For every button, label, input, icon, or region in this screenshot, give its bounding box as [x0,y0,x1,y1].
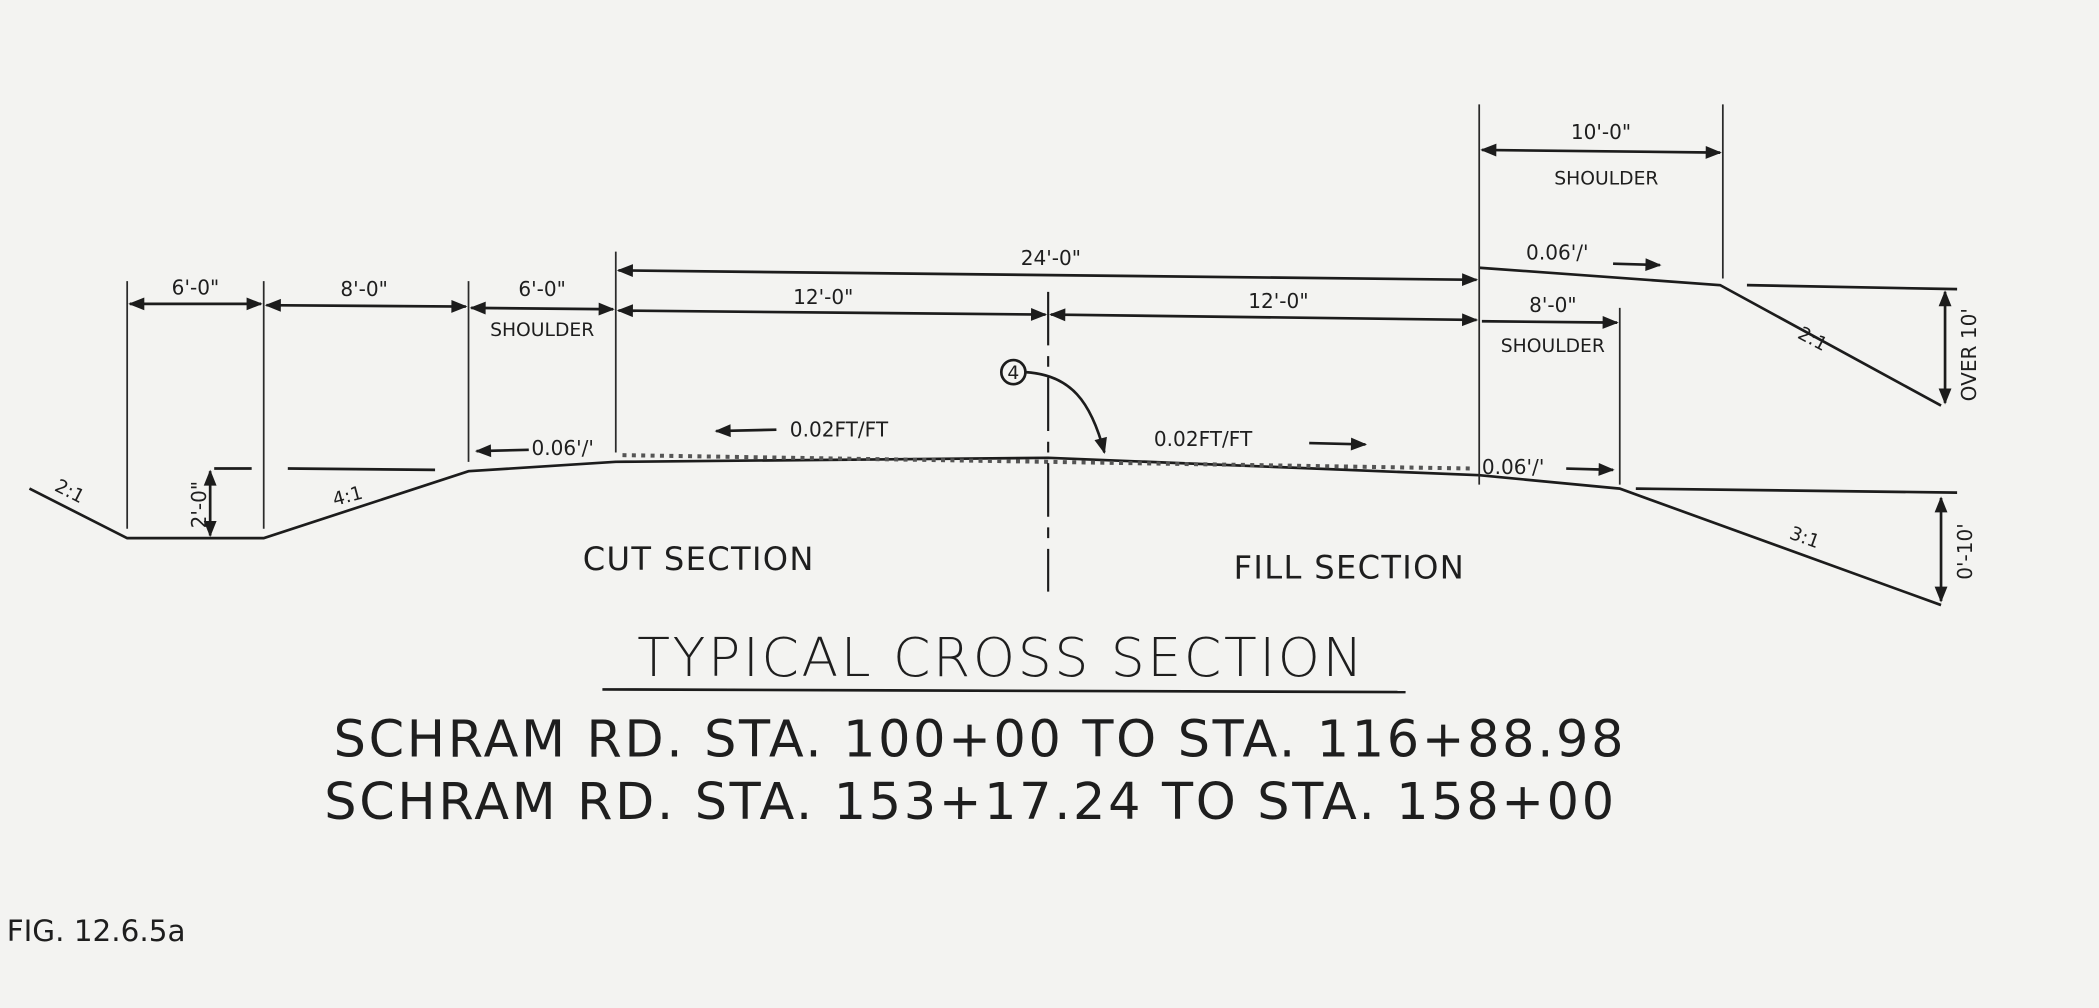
callout-number: 4 [1007,363,1019,384]
shoulder-slope-right-lower: 0.06'/' [1482,455,1544,479]
label-shoulder-left: SHOULDER [490,320,594,341]
subtitle-line-1: SCHRAM RD. STA. 100+00 TO STA. 116+88.98 [334,709,1626,768]
label-shoulder-right-top: SHOULDER [1554,169,1658,190]
dimension-lines [128,143,1952,603]
label-shoulder-right-mid: SHOULDER [1501,336,1605,357]
slope-right-lower: 3:1 [1787,523,1823,553]
dim-shoulder-right-fill: 10'-0" [1571,120,1631,144]
shoulder-slope-right-upper: 0.06'/' [1526,241,1588,265]
dim-pavement-total: 24'-0" [1021,246,1081,270]
title-underline [602,688,1406,694]
pavement-surface [622,453,1473,471]
dim-shoulder-right-cut: 8'-0" [1529,293,1577,317]
ditch-reference-b [287,467,436,472]
cut-ground-profile [28,456,1942,607]
figure-number: FIG. 12.6.5a [7,914,186,948]
dim-shoulder-left: 6'-0" [518,277,566,301]
dim-ditch-depth: 2'-0" [187,481,211,529]
dim-low-height: 0'-10' [1953,523,1977,580]
cut-section-label: CUT SECTION [583,540,815,578]
extension-lines [126,104,1724,529]
fill-upper-profile [1479,266,1942,407]
dim-lane-right: 12'-0" [1248,289,1308,313]
dim-lane-left: 12'-0" [793,285,853,309]
cross-slope-left: 0.02FT/FT [790,417,889,441]
dim-over-height: OVER 10' [1957,308,1981,401]
shoulder-slope-left: 0.06'/' [531,436,593,460]
dim-ditch-slope: 8'-0" [340,277,388,301]
drawing-title: TYPICAL CROSS SECTION [637,626,1365,689]
fill-lower-reference [1635,487,1958,494]
fill-upper-reference [1746,283,1958,291]
fill-section-label: FILL SECTION [1234,548,1465,586]
callout-circle [999,358,1027,386]
dim-ditch-left: 6'-0" [172,276,220,300]
subtitle-line-2: SCHRAM RD. STA. 153+17.24 TO STA. 158+00 [324,772,1616,831]
cross-slope-right: 0.02FT/FT [1154,427,1253,451]
